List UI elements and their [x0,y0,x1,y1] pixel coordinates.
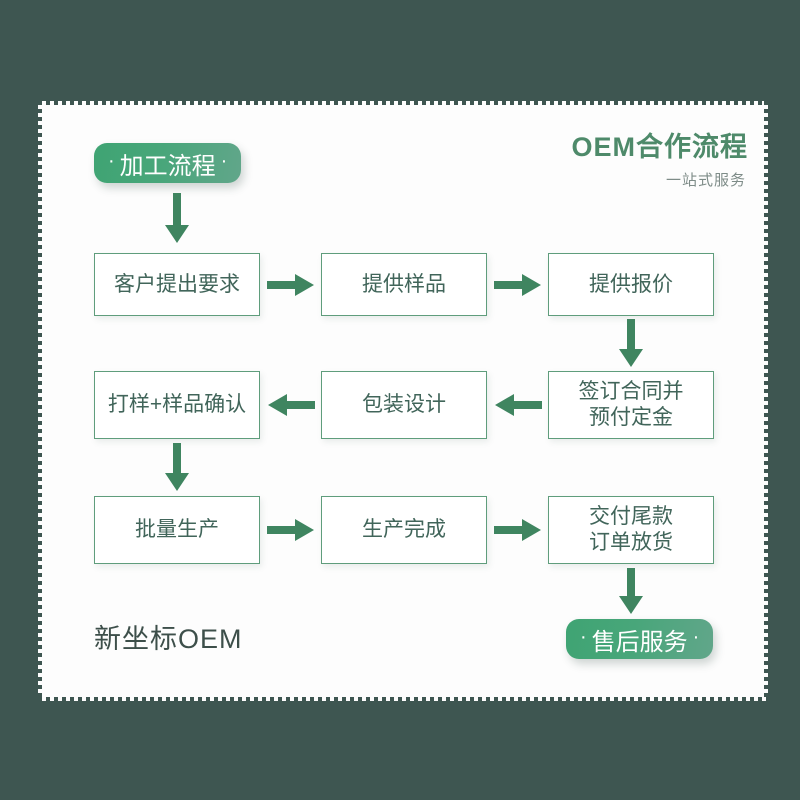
flow-box-label-line1: 签订合同并 [578,380,684,404]
brand-name: 新坐标OEM [94,624,243,654]
arrow-right-icon [267,273,315,297]
flow-box-provide-quote: 提供报价 [548,253,714,316]
flow-box-proofing-sample-confirm: 打样+样品确认 [94,371,260,439]
flow-box-label-line2: 预付定金 [589,406,673,429]
flow-box-label: 生产完成 [362,518,446,542]
arrow-right-icon [494,273,542,297]
end-badge-label: 售后服务 [591,628,688,656]
flow-box-production-complete: 生产完成 [321,496,487,564]
flow-box-label: 交付尾款订单放货 [585,504,677,555]
bullet-dot-icon: · [580,626,587,648]
flow-box-customer-request: 客户提出要求 [94,253,260,316]
flow-box-label: 打样+样品确认 [107,393,247,417]
arrow-right-icon [267,518,315,542]
arrow-down-icon [618,568,644,616]
arrow-left-icon [267,393,315,417]
flow-box-label: 签订合同并预付定金 [575,379,688,430]
bullet-dot-icon: · [692,626,700,648]
perforation-top-edge [38,101,768,105]
flow-box-final-payment-release: 交付尾款订单放货 [548,496,714,564]
flow-box-mass-production: 批量生产 [94,496,260,564]
bullet-dot-icon: · [108,150,115,172]
flow-box-label: 提供报价 [589,272,673,296]
flow-box-label: 提供样品 [362,272,446,296]
arrow-down-icon [164,193,190,245]
flow-box-label: 批量生产 [135,518,219,542]
page-title: OEM合作流程 [571,132,748,162]
perforation-left-edge [38,101,42,701]
start-badge: · 加工流程 · [94,143,242,183]
arrow-right-icon [494,518,542,542]
flow-box-label-line1: 交付尾款 [589,505,673,529]
arrow-down-icon [618,319,644,369]
page-subtitle: 一站式服务 [665,172,746,189]
flow-box-label: 客户提出要求 [114,272,240,296]
bullet-dot-icon: · [220,150,228,172]
flow-box-sign-contract-deposit: 签订合同并预付定金 [548,371,714,439]
flow-box-label-line2: 订单放货 [589,531,673,554]
end-badge: · 售后服务 · [566,619,714,659]
flow-box-label: 包装设计 [362,393,446,417]
flow-box-package-design: 包装设计 [321,371,487,439]
perforation-right-edge [764,101,768,701]
arrow-down-icon [164,443,190,493]
perforation-bottom-edge [38,697,768,701]
start-badge-label: 加工流程 [119,152,216,180]
flowchart-card: OEM合作流程 一站式服务 · 加工流程 · 客户提出要求 提供样品 [38,101,768,701]
arrow-left-icon [494,393,542,417]
flow-box-provide-sample: 提供样品 [321,253,487,316]
